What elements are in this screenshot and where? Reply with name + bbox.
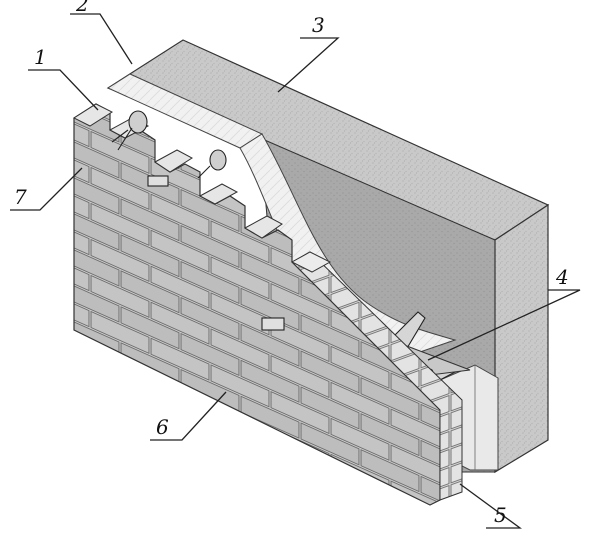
callout-label-7: 7	[14, 185, 27, 209]
back-wall-end-face	[494, 203, 549, 474]
wall-tie-anchors	[111, 110, 285, 331]
brick-steps	[72, 103, 283, 239]
callout-label-4: 4	[555, 265, 569, 289]
callout-label-3: 3	[312, 13, 325, 37]
leader-lines	[10, 13, 581, 529]
callout-label-1: 1	[34, 45, 47, 69]
callout-label-2: 2	[75, 0, 89, 16]
callout-label-6: 6	[156, 415, 169, 439]
callout-label-5: 5	[494, 503, 507, 527]
